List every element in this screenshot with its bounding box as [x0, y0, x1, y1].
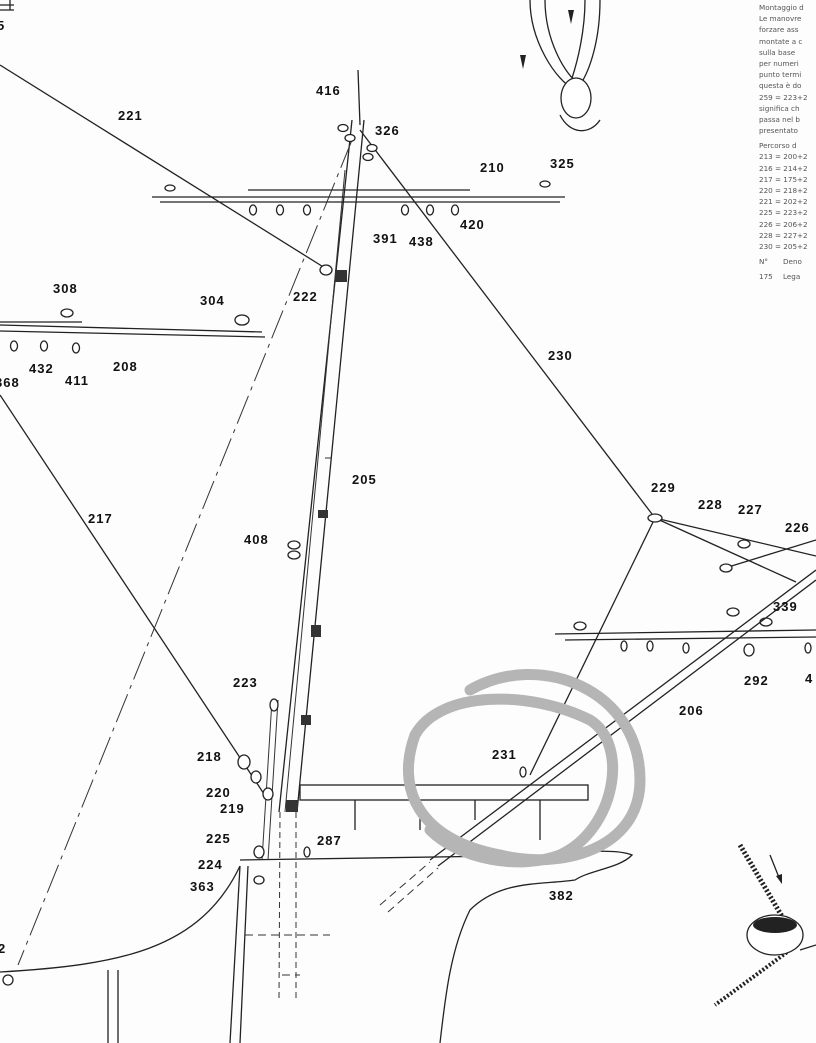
- rope-detail-top: [520, 0, 601, 132]
- note-line: presentato: [759, 126, 798, 136]
- label-222: 222: [293, 289, 318, 304]
- label-227: 227: [738, 502, 763, 517]
- parts-table: 175Lega200Albe201Albe202Albe203Coffa204G…: [759, 271, 816, 282]
- route-line: 228 = 227+2: [759, 230, 808, 240]
- label-206: 206: [679, 703, 704, 718]
- route-line: 230 = 205+2: [759, 241, 808, 251]
- label-408: 408: [244, 532, 269, 547]
- label-339: 339: [773, 599, 798, 614]
- label-210: 210: [480, 160, 505, 175]
- label-223: 223: [233, 675, 258, 690]
- block-detail: [713, 843, 816, 1007]
- label-217: 217: [88, 511, 113, 526]
- label-229: 229: [651, 480, 676, 495]
- label-308: 308: [53, 281, 78, 296]
- corner-fitting: [0, 0, 14, 11]
- label-438: 438: [409, 234, 434, 249]
- row-name: Lega: [783, 272, 801, 282]
- label-363: 363: [190, 879, 215, 894]
- label-304: 304: [200, 293, 225, 308]
- label-221: 221: [118, 108, 143, 123]
- highlight-circle: [402, 669, 646, 868]
- note-line: sulla base: [759, 47, 796, 57]
- label-224: 224: [198, 857, 223, 872]
- label-420: 420: [460, 217, 485, 232]
- label-416: 416: [316, 83, 341, 98]
- note-line: per numeri: [759, 58, 799, 68]
- header-name: Deno: [783, 257, 802, 267]
- label-382: 382: [549, 888, 574, 903]
- note-line: forzare ass: [759, 25, 799, 35]
- label-326: 326: [375, 123, 400, 138]
- rigging-lines: [0, 64, 816, 966]
- note-line: significa ch: [759, 103, 800, 113]
- label-432: 432: [29, 361, 54, 376]
- route-title: Percorso d: [759, 141, 797, 151]
- label-220: 220: [206, 785, 231, 800]
- notes-text: Montaggio d Le manovre forzare ass monta…: [759, 2, 816, 283]
- route-line: 221 = 202+2: [759, 197, 808, 207]
- label-292: 292: [744, 673, 769, 688]
- label-228: 228: [698, 497, 723, 512]
- label-205: 205: [352, 472, 377, 487]
- route-line: 226 = 206+2: [759, 219, 808, 229]
- note-line: Montaggio d: [759, 3, 804, 12]
- label-368: 368: [0, 375, 20, 390]
- note-line: 259 = 223+2: [759, 92, 808, 102]
- label-411: 411: [65, 373, 89, 388]
- label-218: 218: [197, 749, 222, 764]
- label-226: 226: [785, 520, 810, 535]
- left-yard: [0, 308, 266, 354]
- table-row: 175 Lega: [759, 271, 816, 282]
- route-line: 220 = 218+2: [759, 186, 808, 195]
- label-4: 4: [805, 671, 813, 686]
- note-line: montate a c: [759, 36, 803, 46]
- route-line: 216 = 214+2: [759, 163, 808, 173]
- label-231: 231: [492, 747, 517, 762]
- hull: [0, 784, 634, 1043]
- note-line: punto termi: [759, 70, 802, 80]
- header-num: N°: [759, 257, 768, 267]
- label-391: 391: [373, 231, 398, 246]
- note-line: passa nel b: [759, 114, 800, 124]
- bowsprit: [379, 569, 816, 913]
- label-208: 208: [113, 359, 138, 374]
- label-219: 219: [220, 801, 245, 816]
- route-line: 217 = 175+2: [759, 174, 808, 184]
- note-line: questa è do: [759, 81, 802, 91]
- part-labels: 5 416 221 326 210 325 391 438 420 222 30…: [0, 18, 813, 956]
- main-mast: [278, 69, 365, 1001]
- label-225: 225: [206, 831, 231, 846]
- upper-yard: [152, 180, 565, 216]
- note-line: Le manovre: [759, 14, 802, 24]
- row-num: 175: [759, 272, 773, 282]
- route-line: 225 = 223+2: [759, 208, 808, 218]
- label-325: 325: [550, 156, 575, 171]
- label-2: 2: [0, 941, 6, 956]
- route-line: 213 = 200+2: [759, 152, 808, 162]
- label-5: 5: [0, 18, 5, 33]
- label-287: 287: [317, 833, 342, 848]
- table-header: N° Deno: [759, 256, 816, 267]
- label-230: 230: [548, 348, 573, 363]
